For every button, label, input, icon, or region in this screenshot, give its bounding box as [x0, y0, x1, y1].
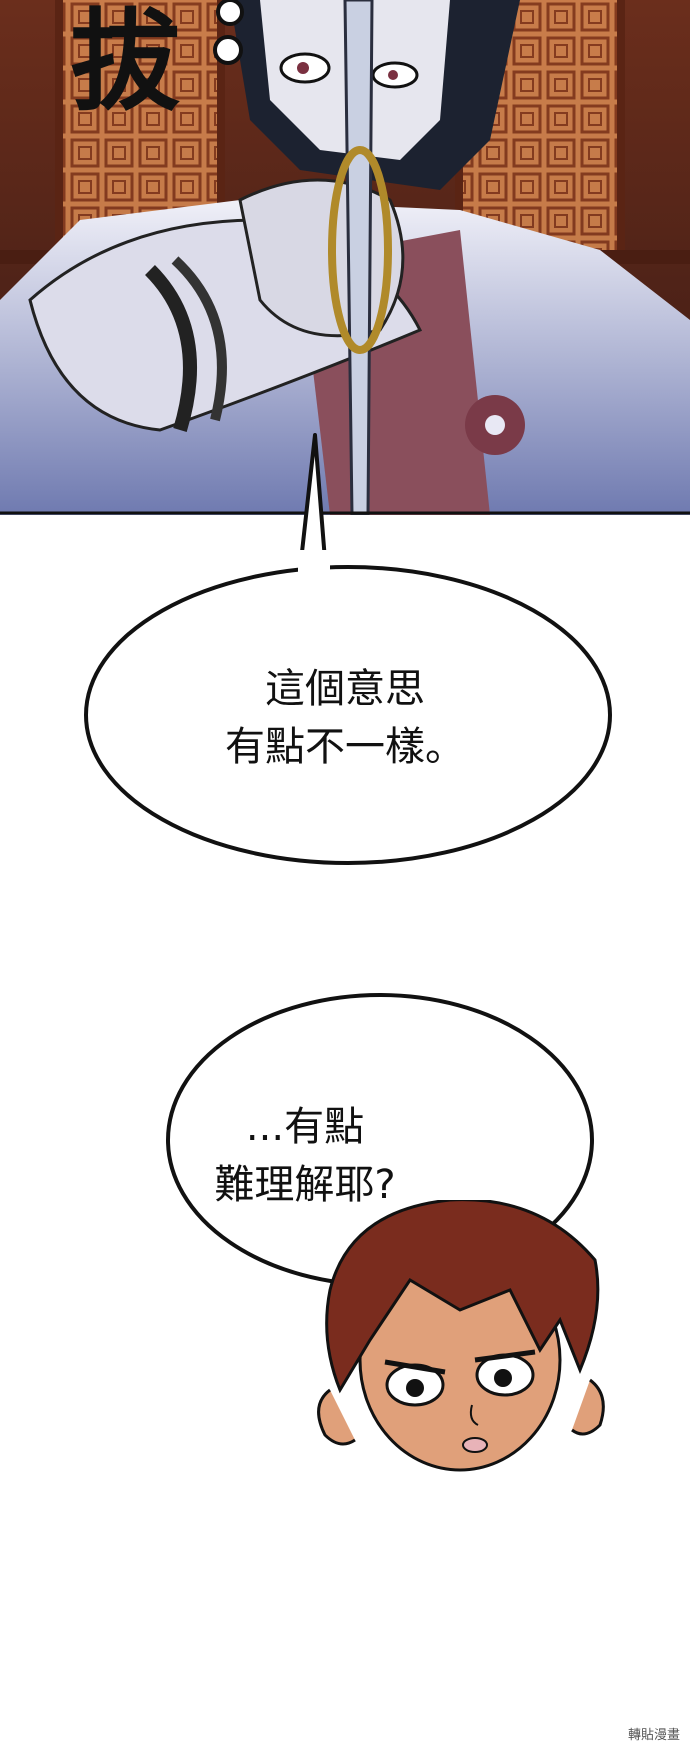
top-panel-artwork: 拔: [0, 0, 690, 515]
sfx-text: 拔: [70, 0, 180, 126]
watermark: 轉貼漫畫: [627, 1728, 680, 1743]
bubble-2-line-2: 難理解耶?: [214, 1162, 396, 1208]
bubble-1-line-2: 有點不一樣。: [225, 724, 465, 770]
bubble-1-line-1: 這個意思: [265, 666, 425, 712]
boy-character-head: [317, 1200, 605, 1472]
speech-bubble-1: [84, 433, 612, 865]
top-comic-panel: 拔: [0, 0, 690, 515]
bubble-1-text: 這個意思 有點不一樣。: [0, 660, 690, 776]
bubble-2-text: ...有點 難理解耶?: [0, 1098, 650, 1214]
bubble-2-line-1: ...有點: [245, 1104, 365, 1150]
